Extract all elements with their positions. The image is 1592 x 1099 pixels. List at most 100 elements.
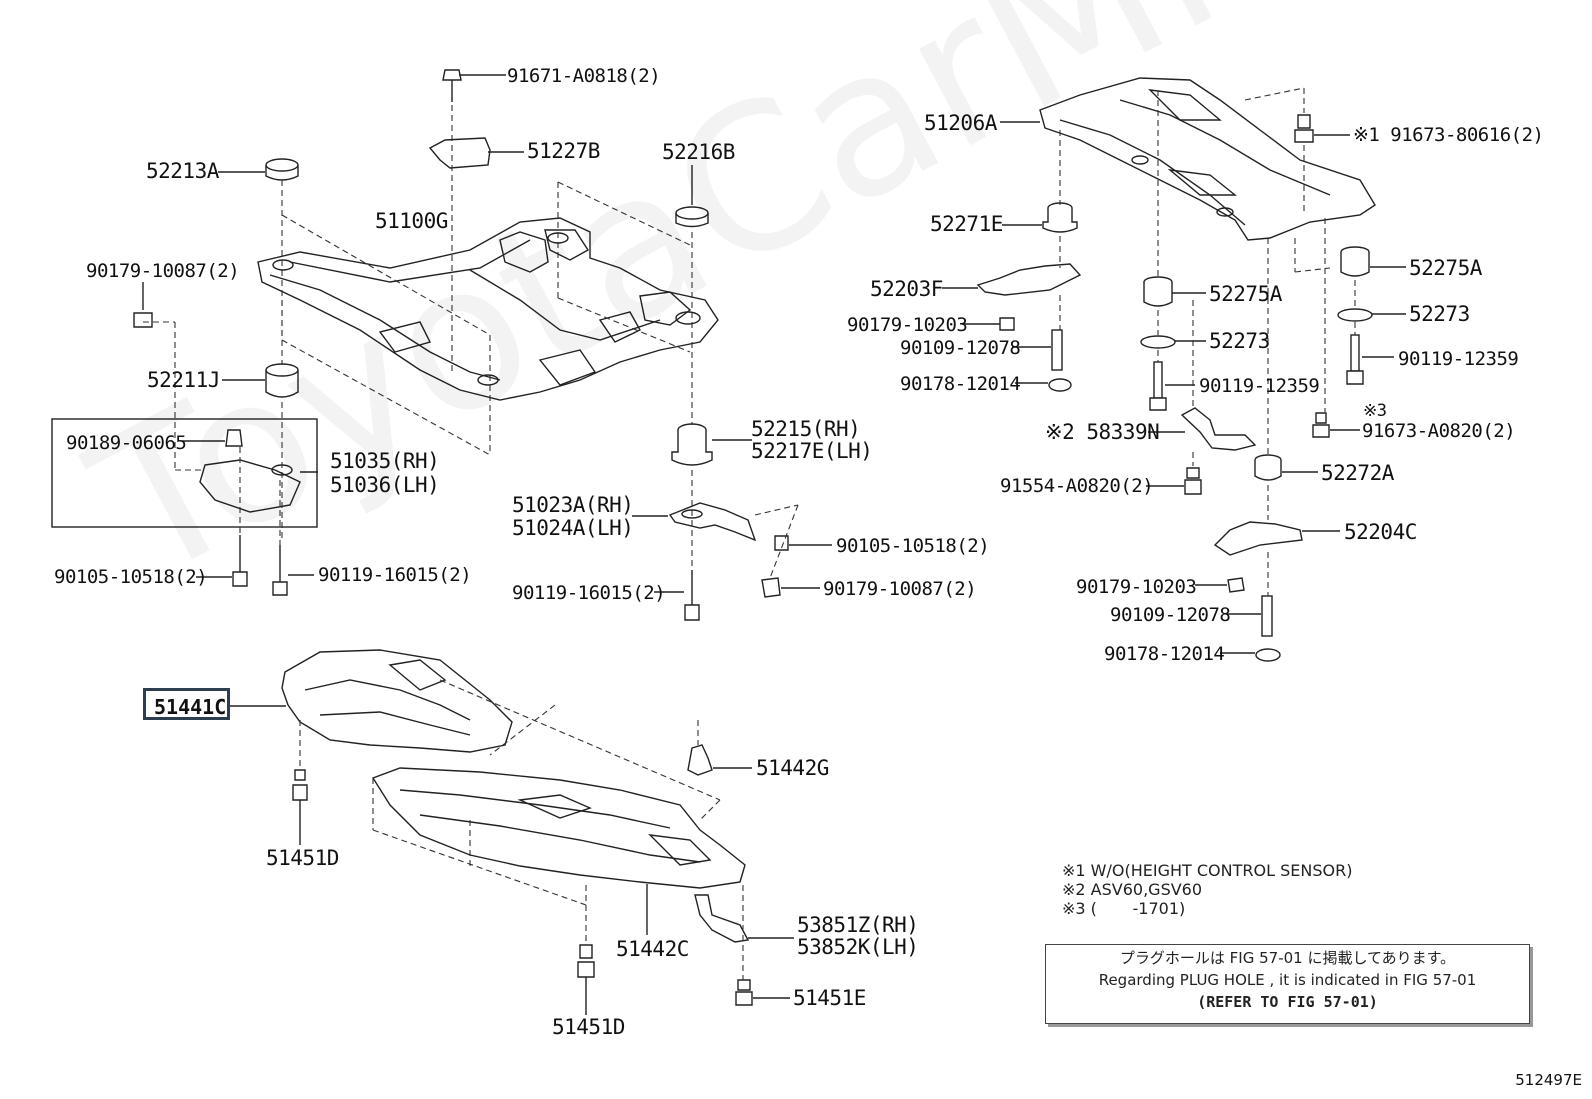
bracket-58339n [1148,407,1257,451]
label-51024a: 51024A(LH) [512,516,634,540]
plug-hole-ref: (REFER TO FIG 57-01) [1197,993,1378,1011]
label-91673-a0820: 91673-A0820(2) [1362,420,1516,442]
plug-hole-en: Regarding PLUG HOLE , it is indicated in… [1098,971,1477,989]
nut-90179-left [133,282,153,328]
label-51451d-lower: 51451D [552,1015,625,1039]
stud-90109-upper [1012,329,1063,371]
label-52275a-center: 52275A [1209,282,1282,306]
label-90105-left: 90105-10518(2) [54,566,208,588]
nut-90179-10203-lower [1195,577,1245,593]
label-58339n: ※2 58339N [1045,420,1160,444]
label-51023a: 51023A(RH) [512,493,634,517]
label-52204c: 52204C [1344,520,1417,544]
bushing-52272a [1254,454,1318,481]
label-51441c: 51441C [154,695,227,719]
bushing-52275a-center [1143,276,1206,307]
label-52272a: 52272A [1321,461,1394,485]
footnotes: ※1 W/O(HEIGHT CONTROL SENSOR) ※2 ASV60,G… [1062,861,1352,918]
label-53852k: 53852K(LH) [797,935,919,959]
label-90179-10087-right: 90179-10087(2) [823,578,977,600]
label-51442c: 51442C [616,937,689,961]
label-90119-right: 90119-16015(2) [512,582,666,604]
label-90189: 90189-06065 [66,432,187,454]
label-52216b: 52216B [662,140,735,164]
washer-90178-upper [1015,378,1072,392]
label-91671: 91671-A0818(2) [507,65,661,87]
label-90119-left: 90119-16015(2) [318,564,472,586]
label-51451d-upper: 51451D [266,846,339,870]
label-51100g: 51100G [375,209,448,233]
bolt-91554 [1146,467,1202,495]
label-91673-80616: ※1 91673-80616(2) [1353,124,1544,146]
bolt-91671 [442,69,506,102]
washer-90178-lower [1220,648,1281,662]
label-52275a-right: 52275A [1409,256,1482,280]
label-90119-12359-right: 90119-12359 [1398,348,1519,370]
bracket-52204c [1213,521,1340,556]
plug-hole-jp: プラグホールは FIG 57-01 に掲載してあります。 [1119,949,1456,967]
label-52211j: 52211J [147,368,220,392]
label-51035: 51035(RH) [330,449,440,473]
label-52203f: 52203F [870,277,943,301]
label-90105-right: 90105-10518(2) [836,535,990,557]
bolt-90119-12359-center [1149,361,1195,411]
label-52215: 52215(RH) [751,417,861,441]
label-52217e: 52217E(LH) [751,439,873,463]
label-90178-12014-lower: 90178-12014 [1104,643,1225,665]
bracket-52203f [942,263,1082,296]
bolt-51451d-lower [577,944,595,1015]
plug-hole-reference-box: プラグホールは FIG 57-01 に掲載してあります。 Regarding P… [1045,944,1530,1024]
bolt-90105-left [196,535,248,587]
bolt-90105-right [774,535,832,551]
label-53851z: 53851Z(RH) [797,913,919,937]
washer-52273-center [1140,335,1206,349]
nut-90179-right [761,577,820,598]
footnote-3: ※3 ( -1701) [1062,899,1186,918]
label-51227b: 51227B [527,139,600,163]
label-51036: 51036(LH) [330,473,440,497]
bracket-53851z [694,894,794,943]
nut-90179-10203-upper [962,317,1015,331]
label-90178-12014-upper: 90178-12014 [900,373,1021,395]
bushing-52275a-right [1340,246,1406,277]
stud-90109-lower [1226,595,1273,637]
bolt-51451d-upper [292,769,308,845]
highlighted-part-box[interactable]: 51441C [143,688,230,720]
bracket-51035 [199,429,301,513]
label-52273-right: 52273 [1409,302,1470,326]
washer-52273-right [1337,308,1406,322]
bushing-52215 [671,423,752,466]
bolt-90119-right [654,570,700,621]
bushing-52213a [218,158,299,181]
bracket-51023a [632,502,757,542]
group-box-51035 [51,418,318,528]
bolt-90119-12359-right [1346,334,1394,385]
label-90109-12078-lower: 90109-12078 [1110,604,1231,626]
label-51206a: 51206A [924,111,997,135]
label-90179-10203-upper: 90179-10203 [847,314,968,336]
label-52271e: 52271E [930,212,1003,236]
label-52213a: 52213A [146,159,219,183]
label-91554: 91554-A0820(2) [1000,475,1154,497]
bolt-91673-80616 [1294,114,1350,143]
label-51442g: 51442G [756,756,829,780]
crossmember-51206a [1000,77,1376,241]
label-90179-10087-left: 90179-10087(2) [86,260,240,282]
clip-51442g [687,744,752,776]
label-90109-12078-upper: 90109-12078 [900,337,1021,359]
footnote-1: ※1 W/O(HEIGHT CONTROL SENSOR) [1062,861,1353,880]
crossmember-51100g [257,217,719,401]
note-marker-3: ※3 [1363,401,1387,421]
label-51451e: 51451E [793,986,866,1010]
label-90119-12359-center: 90119-12359 [1199,375,1320,397]
cover-51442c [371,767,746,935]
bushing-52216b [675,165,709,228]
bracket-51227b [428,137,491,169]
label-90179-10203-lower: 90179-10203 [1076,576,1197,598]
label-52273-center: 52273 [1209,329,1270,353]
bolt-51451e [735,979,790,1006]
bolt-90119-left [272,545,314,596]
cover-51441c [230,649,513,753]
figure-id: 512497E [1515,1071,1582,1089]
